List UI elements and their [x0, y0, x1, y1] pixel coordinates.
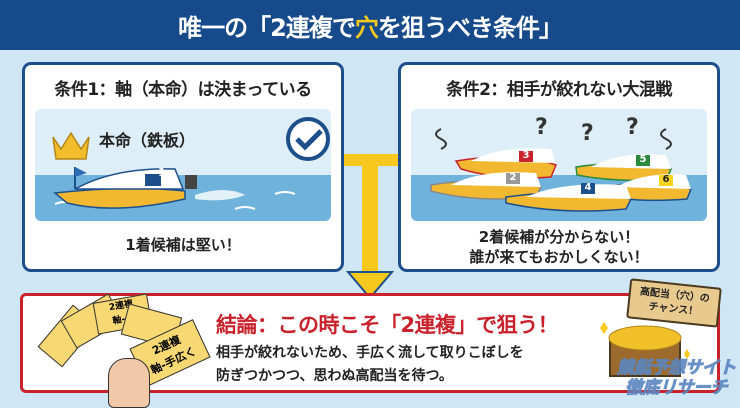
- boat-number: 1: [158, 166, 166, 179]
- boat-number: 6: [662, 174, 670, 185]
- conclusion-line-1: 相手が絞れないため、手広く流して取りこぼしを: [216, 345, 524, 361]
- favorite-label: 本命（鉄板）: [99, 131, 196, 150]
- boat-number: 2: [509, 172, 517, 183]
- connector-arrow-icon: [340, 154, 402, 300]
- hand-icon: [108, 358, 150, 408]
- watermark-line-2: 徹底リサーチ: [625, 378, 728, 399]
- question-mark-icon: ?: [535, 115, 548, 140]
- condition1-scene: 1 本命（鉄板）: [35, 109, 331, 221]
- title-post: を狙うべき条件」: [377, 13, 563, 42]
- crown-icon: [52, 131, 90, 160]
- condition2-caption-1: 2着候補が分からない！: [478, 228, 640, 246]
- condition1-caption: 1着候補は堅い！: [125, 236, 241, 254]
- condition2-panel: 条件2：相手が絞れない大混戦 3 5 2 6 4 ? ? ? 2着候補が分からな…: [398, 62, 720, 272]
- question-mark-icon: ?: [626, 115, 639, 140]
- boat-4-icon: [505, 183, 633, 212]
- watermark-logo: 競艇予想サイト 徹底リサーチ: [617, 358, 737, 399]
- treasure-chest-icon: [600, 322, 690, 377]
- conclusion-body: 相手が絞れないため、手広く流して取りこぼしを 防ぎつかつつ、思わぬ高配当を待つ。: [216, 342, 524, 388]
- dizzy-icon: [660, 128, 672, 150]
- condition2-scene: 3 5 2 6 4 ? ? ?: [411, 109, 707, 221]
- boat-number: 4: [584, 182, 592, 193]
- boat-number: 3: [522, 150, 530, 161]
- conclusion-title: 結論：この時こそ「2連複」で狙う！: [216, 313, 559, 337]
- conclusion-line-2: 防ぎつかつつ、思わぬ高配当を待つ。: [216, 368, 453, 384]
- condition1-panel: 条件1：軸（本命）は決まっている 1 本命（鉄板） 1着候補は堅い！: [22, 62, 344, 272]
- boat-1-icon: [53, 167, 245, 209]
- check-icon: [286, 117, 330, 161]
- title-pre: 唯一の「2連複で: [178, 13, 356, 42]
- watermark-line-1: 競艇予想サイト: [617, 358, 737, 379]
- condition1-title: 条件1：軸（本命）は決まっている: [54, 80, 312, 100]
- dizzy-icon: [435, 128, 447, 150]
- condition2-caption-2: 誰が来てもおかしくない！: [469, 248, 649, 266]
- title-highlight: 穴: [354, 13, 379, 42]
- boat-5-icon: [575, 154, 673, 182]
- question-mark-icon: ?: [581, 121, 594, 146]
- condition2-title: 条件2：相手が絞れない大混戦: [446, 80, 672, 100]
- boat-number: 5: [639, 154, 647, 165]
- page-title: 唯一の「2連複で穴を狙うべき条件」: [0, 0, 740, 50]
